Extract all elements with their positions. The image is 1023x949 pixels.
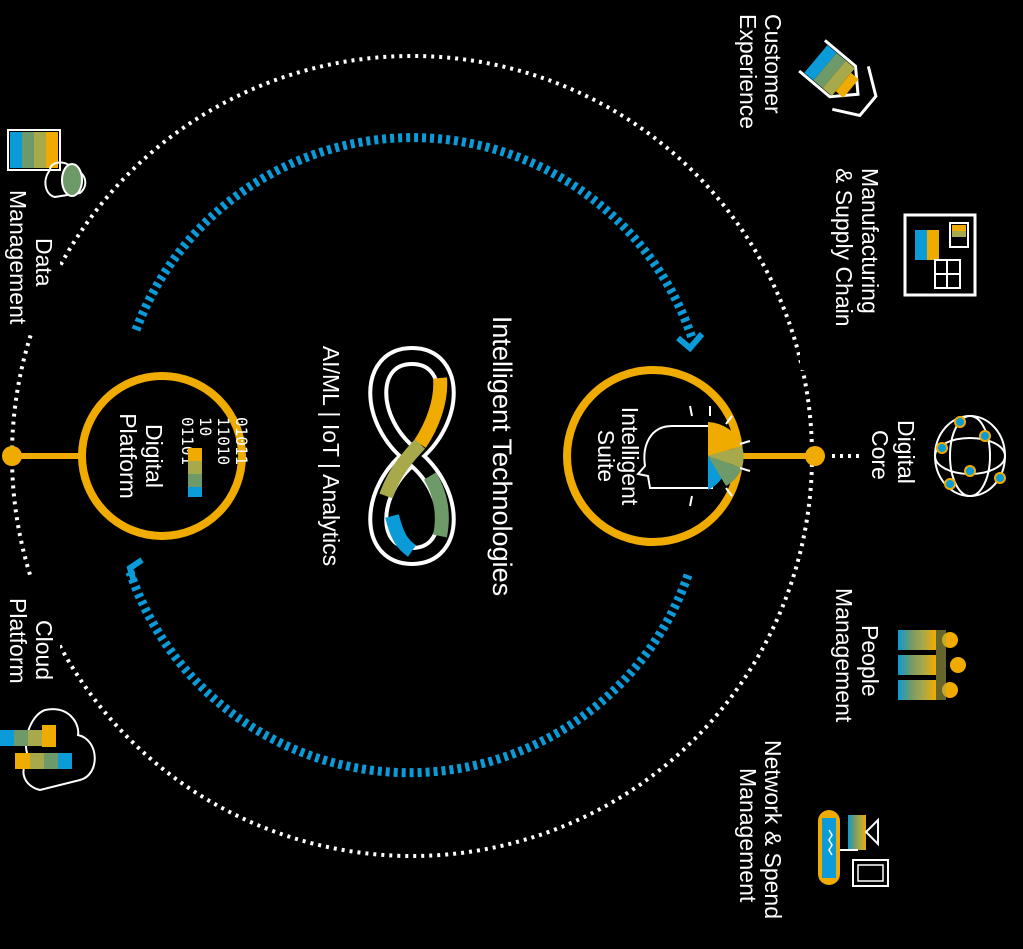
people-icon (898, 630, 966, 700)
digital-platform-label-1: Digital (141, 424, 167, 488)
manufacturing-label-2: & Supply Chain (831, 168, 857, 327)
customer-experience-label-1: Customer (760, 14, 786, 114)
cycle-arc-bottom (125, 570, 693, 778)
customer-experience-label-2: Experience (735, 14, 761, 129)
cloud-database-icon (7, 129, 87, 199)
intelligent-suite-label-1: Intelligent (617, 407, 643, 506)
data-management-label-1: Data (31, 238, 57, 287)
center-title: Intelligent Technologies (487, 316, 517, 596)
digital-core-label-2: Core (867, 430, 893, 480)
procurement-icon (818, 810, 889, 887)
people-label-2: Management (831, 588, 857, 723)
cloud-platform-label-2: Platform (5, 598, 31, 684)
factory-icon (903, 213, 977, 297)
cloud-platform-label-1: Cloud (31, 620, 57, 680)
arrow-head-left (126, 557, 144, 583)
binary-line-3: 10 (196, 417, 215, 436)
people-label-1: People (857, 625, 883, 697)
network-label-1: Network & Spend (760, 740, 786, 919)
infinity-icon (368, 345, 456, 567)
manufacturing-label-1: Manufacturing (857, 168, 883, 314)
brain-lightbulb-icon (636, 405, 751, 507)
binary-icon (188, 448, 202, 497)
digital-platform-label-2: Platform (115, 413, 141, 499)
data-management-label-2: Management (5, 190, 31, 325)
binary-line-1: 01011 (232, 417, 251, 465)
intelligent-suite-label-2: Suite (593, 430, 619, 482)
left-connector-dot (2, 446, 22, 466)
binary-line-2: 11010 (214, 417, 233, 465)
arrow-head-right (676, 332, 705, 353)
center-subtitle: AI/ML | IoT | Analytics (318, 346, 344, 566)
globe-network-icon (934, 415, 1006, 497)
cloud-icon (0, 708, 96, 792)
handshake-icon (798, 39, 878, 118)
cycle-arc-top (131, 133, 697, 340)
digital-core-label-1: Digital (893, 420, 919, 484)
right-connector-dot (805, 446, 825, 466)
network-label-2: Management (735, 768, 761, 903)
